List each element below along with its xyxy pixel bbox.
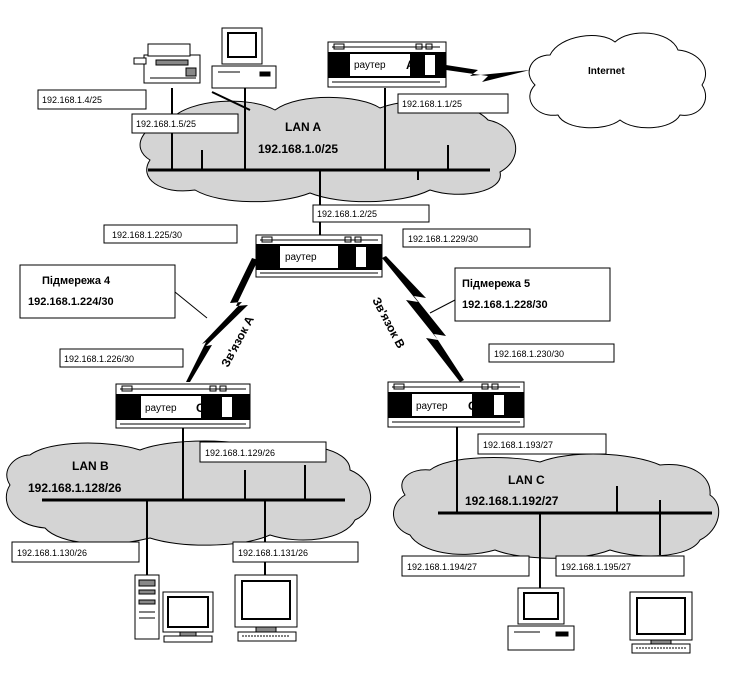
addr-router-a: 192.168.1.1/25 <box>402 99 462 109</box>
pc-c2-icon[interactable] <box>629 591 693 654</box>
addr-router-b-lan: 192.168.1.2/25 <box>317 209 377 219</box>
subnet4-net: 192.168.1.224/30 <box>28 296 114 308</box>
router-c2-id: C2 <box>468 399 484 413</box>
router-c1-word: раутер <box>145 403 177 414</box>
internet-label: Internet <box>588 66 625 77</box>
router-c2[interactable] <box>387 381 525 428</box>
addr-pc-c2: 192.168.1.195/27 <box>561 562 631 572</box>
lan-c-drops <box>456 427 661 588</box>
pc-b1-icon[interactable] <box>134 574 214 643</box>
router-b-word: раутер <box>285 252 317 263</box>
addr-router-c1-s4: 192.168.1.226/30 <box>64 354 134 364</box>
router-c1[interactable] <box>115 383 251 429</box>
router-b[interactable] <box>255 234 383 278</box>
router-c1-id: C1 <box>196 401 212 415</box>
addr-router-c1-lan: 192.168.1.129/26 <box>205 448 275 458</box>
internet-cloud <box>528 32 707 129</box>
pc-b2-icon[interactable] <box>234 574 298 642</box>
router-b-id: B <box>338 250 347 264</box>
addr-pc-c1: 192.168.1.194/27 <box>407 562 477 572</box>
subnet-arrows <box>174 291 456 319</box>
subnet4-title: Підмережа 4 <box>42 275 111 287</box>
addr-printer: 192.168.1.4/25 <box>42 95 102 105</box>
addr-pc-a: 192.168.1.5/25 <box>136 119 196 129</box>
addr-router-c2-s5: 192.168.1.230/30 <box>494 349 564 359</box>
lan-b-net: 192.168.1.128/26 <box>28 481 122 495</box>
router-a-word: раутер <box>354 60 386 71</box>
subnet5-net: 192.168.1.228/30 <box>462 299 548 311</box>
link-b-label: Зв'язок B <box>369 295 408 351</box>
addr-router-b-s4: 192.168.1.225/30 <box>112 230 182 240</box>
addr-pc-b2: 192.168.1.131/26 <box>238 548 308 558</box>
lan-c-cloud <box>393 453 720 559</box>
addr-pc-b1: 192.168.1.130/26 <box>17 548 87 558</box>
lan-a-drops <box>171 88 449 235</box>
lan-c-net: 192.168.1.192/27 <box>465 494 559 508</box>
addr-router-b-s5: 192.168.1.229/30 <box>408 234 478 244</box>
lan-b-name: LAN B <box>72 459 109 473</box>
lan-a-name: LAN A <box>285 120 322 134</box>
pc-c1-icon[interactable] <box>507 587 575 651</box>
lan-b-cloud <box>5 440 371 546</box>
printer-icon[interactable] <box>133 43 201 84</box>
subnet5-title: Підмережа 5 <box>462 278 530 290</box>
lan-c-name: LAN C <box>508 473 545 487</box>
internet-link <box>446 65 530 82</box>
link-a <box>186 258 258 382</box>
router-a-id: A <box>406 58 415 72</box>
router-c2-word: раутер <box>416 401 448 412</box>
router-a[interactable] <box>327 41 447 88</box>
label-boxes <box>11 89 685 577</box>
lan-a-net: 192.168.1.0/25 <box>258 142 338 156</box>
addr-router-c2-lan: 192.168.1.193/27 <box>483 440 553 450</box>
link-b <box>382 256 464 382</box>
pc-a-icon[interactable] <box>211 27 277 89</box>
